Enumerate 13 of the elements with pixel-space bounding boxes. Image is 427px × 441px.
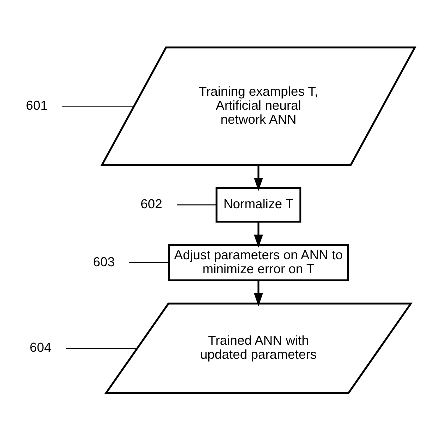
connector [66, 348, 138, 350]
connector [128, 262, 170, 264]
node-text: 601 [26, 98, 48, 113]
connector [176, 204, 218, 206]
arrow [254, 165, 264, 192]
node-text: 602 [140, 196, 162, 212]
arrow [254, 280, 264, 306]
arrow [254, 222, 264, 248]
node-box: Normalize T [216, 187, 302, 223]
node-box: Adjust parameters on ANN to minimize error on T [168, 244, 350, 282]
node-text: 604 [30, 340, 52, 356]
connector [62, 106, 135, 107]
node-text: 603 [93, 254, 115, 270]
